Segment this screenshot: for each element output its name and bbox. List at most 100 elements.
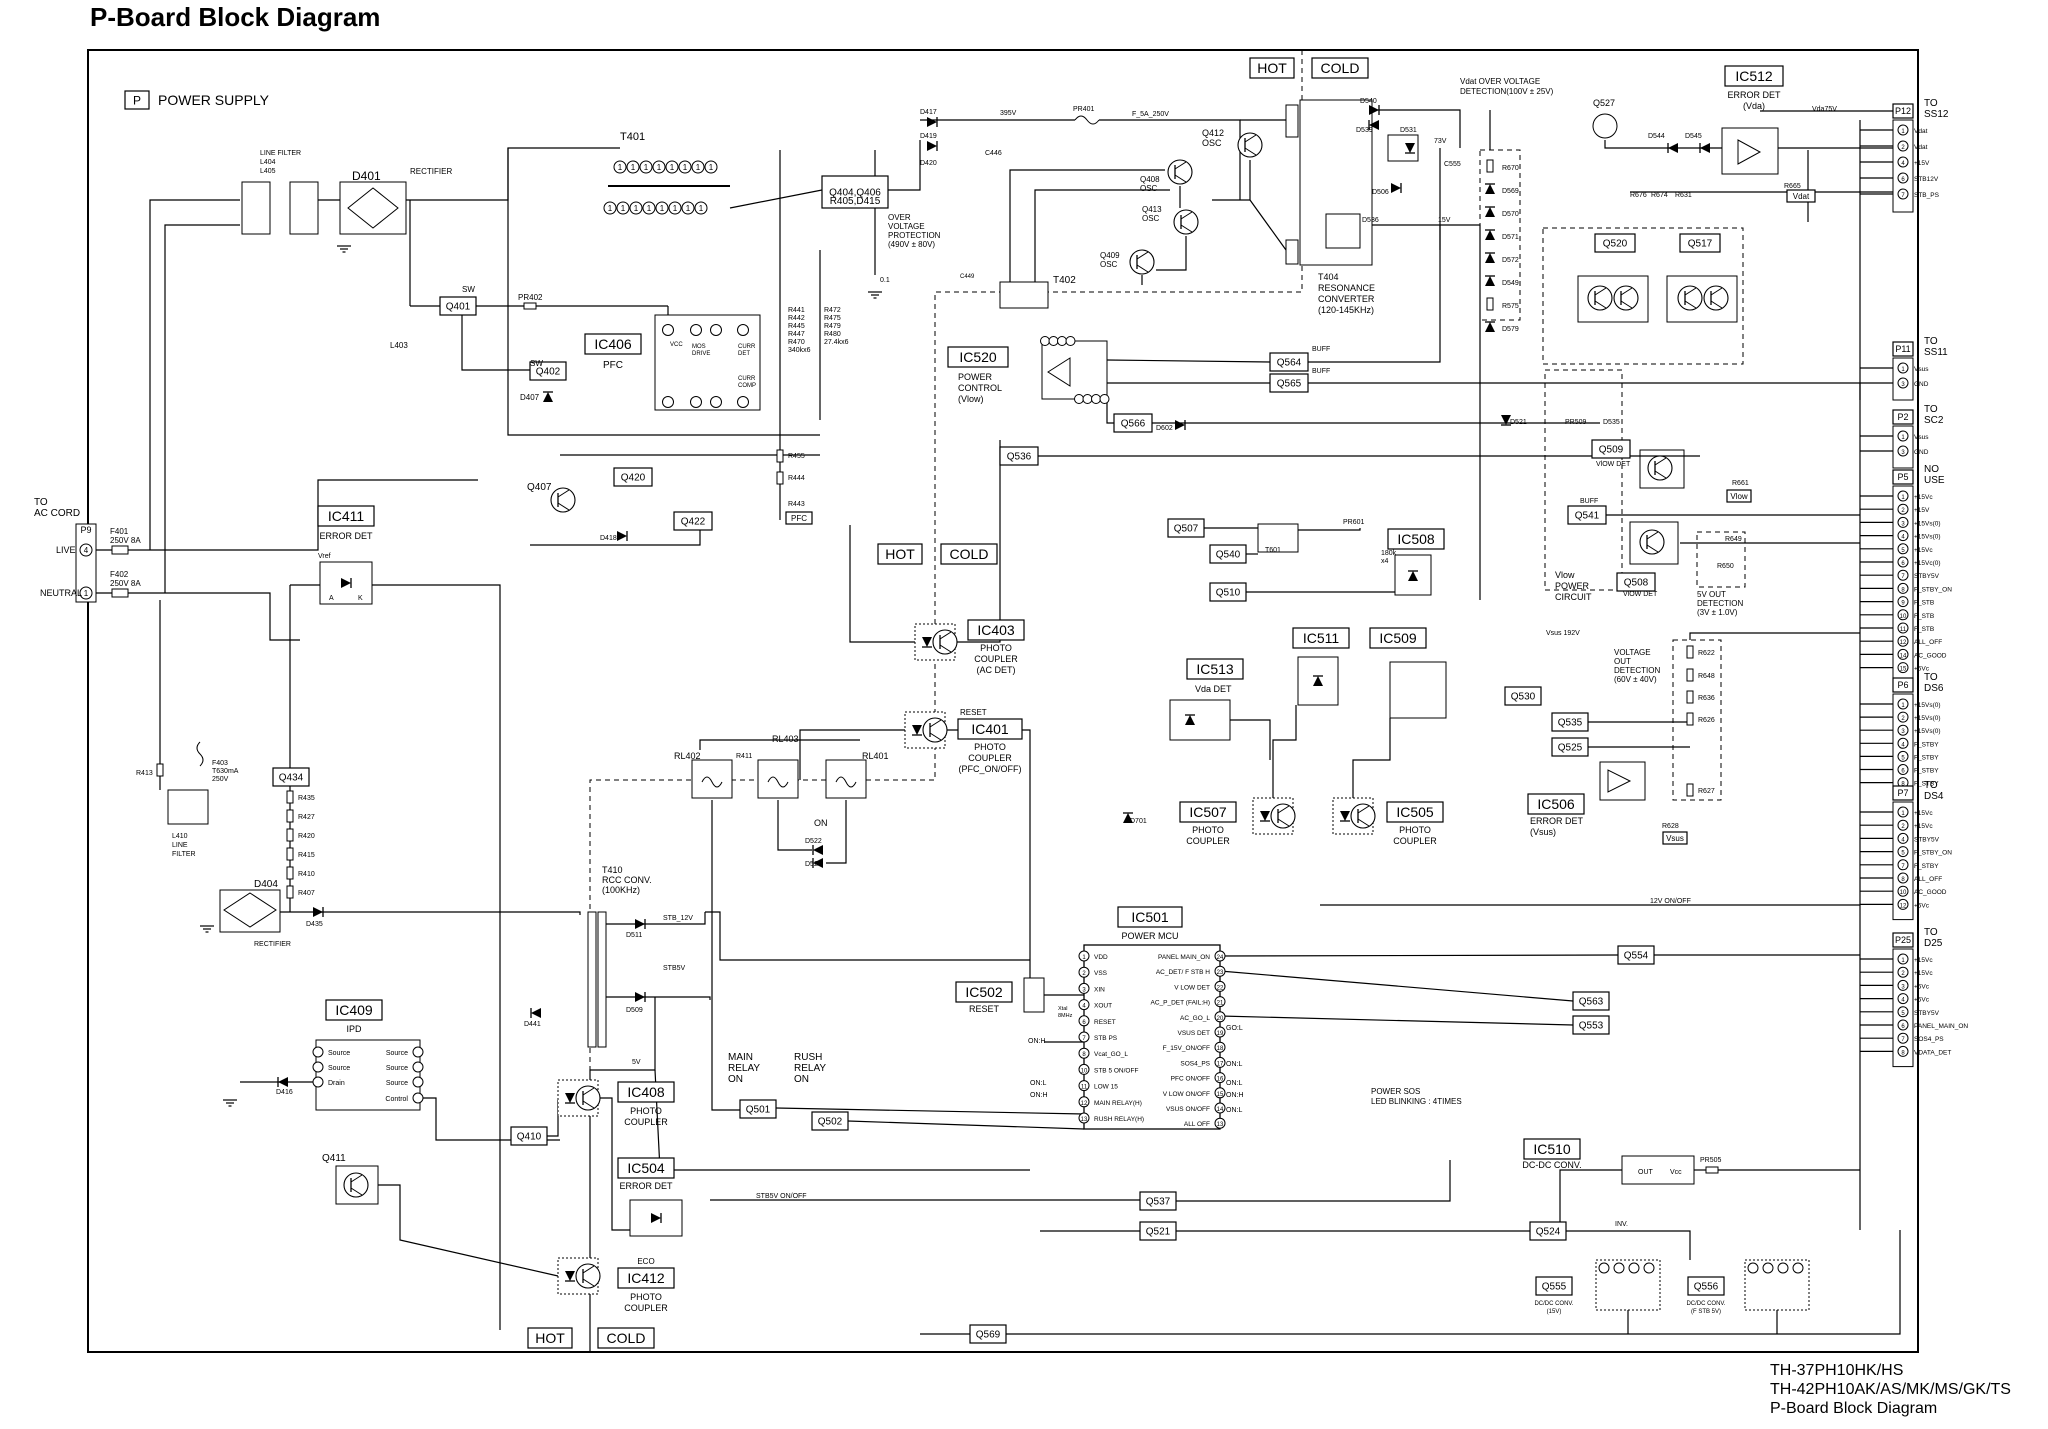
vsus-chain-0: R622 — [1698, 650, 1715, 657]
q556-pin-3 — [1792, 1262, 1804, 1274]
ic510-out: OUT — [1638, 1169, 1654, 1176]
q434-chain-res-2 — [286, 828, 294, 842]
ic409-name-text: IC409 — [335, 1002, 373, 1018]
line-filter-label: LINE FILTER — [260, 150, 301, 157]
ic501-left-pin-num-4: 6 — [1082, 1020, 1086, 1026]
q555-pin-2 — [1628, 1262, 1640, 1274]
ic401-name-text: IC401 — [971, 721, 1009, 737]
res-r472-label: 27.4kx6 — [824, 339, 849, 346]
q517-a-collector — [1684, 287, 1697, 296]
ic501-right-pin-label-6: F_15V_ON/OFF — [1163, 1045, 1210, 1052]
rush-relay-label: ON — [794, 1074, 809, 1085]
ic501-left-pin-3 — [1078, 982, 1090, 994]
wire — [1604, 140, 1898, 149]
d522-symbol — [813, 845, 823, 855]
q510-box — [1209, 582, 1247, 602]
q411-transistor-collector — [350, 1174, 363, 1183]
ic501-right-pin-label-9: V LOW ON/OFF — [1163, 1091, 1210, 1098]
fuse-f402 — [111, 588, 129, 598]
ic501-left-pin-num-8: 11 — [1081, 1085, 1088, 1091]
connector-pin-label: +15Vs(0) — [1914, 534, 1941, 541]
fuse-f402-label: F402 — [110, 570, 129, 579]
ic501-right-pin-num-6: 18 — [1217, 1046, 1224, 1052]
vsus-chain-res-1 — [1686, 668, 1694, 682]
over-voltage-label: PROTECTION — [888, 231, 941, 240]
ic501-right-pin-num-0: 24 — [1217, 955, 1224, 961]
wire — [1230, 719, 1271, 760]
cold-tag-mid — [940, 543, 998, 565]
vsus-chain-region — [1672, 639, 1722, 801]
ic502-label: RESET — [969, 1004, 1000, 1014]
vdat-chain-0: R670 — [1502, 165, 1519, 172]
t410-label: T410 — [602, 865, 623, 875]
vdat-box — [1786, 189, 1816, 203]
q555-box — [1535, 1276, 1573, 1296]
q517-b-emitter — [1710, 300, 1723, 309]
ic520-name — [947, 346, 1009, 368]
ic408-label: PHOTO — [630, 1106, 662, 1116]
vsus-chain-res-0 — [1686, 645, 1694, 659]
connector-pin-num: 2 — [1901, 716, 1905, 722]
live-label: LIVE — [56, 545, 76, 555]
connector-pin-label: F_STBY_ON — [1914, 850, 1952, 857]
d545-symbol — [1700, 143, 1710, 153]
connector-pin-num: 4 — [1901, 998, 1905, 1004]
relay-rl401-coil — [835, 776, 857, 788]
ic510-label: DC-DC CONV. — [1522, 1160, 1581, 1170]
q540-box — [1209, 544, 1247, 564]
ic511-name-text: IC511 — [1303, 630, 1340, 646]
vsus-chain-res-4 — [1686, 783, 1694, 797]
q536-box-text: Q536 — [1007, 452, 1032, 463]
d531-label: D531 — [1400, 127, 1417, 134]
ic408-label: COUPLER — [624, 1117, 668, 1127]
connector-p25-pin-6 — [1897, 1019, 1909, 1031]
connector-p5-pin-10 — [1897, 609, 1909, 621]
q527-label: Q527 — [1593, 98, 1615, 108]
d417-symbol — [927, 117, 937, 127]
voltage-out-label: VOLTAGE — [1614, 648, 1651, 657]
ic520-pin-9 — [1065, 336, 1076, 346]
ic511-zener — [1313, 676, 1323, 686]
ic508-zener — [1408, 571, 1418, 581]
wire — [1272, 705, 1297, 798]
ic510-name-text: IC510 — [1533, 1141, 1571, 1157]
vdat-chain-4: D572 — [1502, 257, 1519, 264]
ic505-name — [1386, 801, 1444, 823]
ic501-left-pin-num-0: 1 — [1082, 955, 1086, 961]
t401-bottom-6-pin-num: 1 — [686, 204, 691, 213]
t404-label: T404 — [1318, 272, 1339, 282]
vdat-chain-res-6 — [1486, 297, 1494, 311]
q525-box-text: Q525 — [1558, 743, 1583, 754]
d523-label: D523 — [805, 861, 822, 868]
connector-p25-pin-5 — [1897, 1006, 1909, 1018]
connector-p11-pin-3 — [1897, 377, 1909, 389]
ic412-coupler-phototransistor-emitter — [582, 1278, 595, 1287]
q507-box — [1167, 518, 1205, 538]
rl401-label: RL401 — [862, 751, 889, 761]
ic513-name — [1186, 658, 1244, 680]
ic506-name-text: IC506 — [1537, 796, 1575, 812]
ic501-left-pin-label-1: VSS — [1094, 970, 1108, 977]
q524-box-text: Q524 — [1536, 1227, 1561, 1238]
connector-p6-to: DS6 — [1924, 683, 1944, 694]
connector-pin-num: 12 — [1900, 903, 1907, 909]
t401-bottom-4-pin-num: 1 — [660, 204, 665, 213]
ic520-pin-12 — [1040, 336, 1050, 346]
wire — [1372, 109, 1461, 148]
wire — [826, 800, 847, 864]
ic501-label: POWER MCU — [1122, 931, 1179, 941]
q508-transistor-emitter — [1646, 544, 1659, 553]
q556-label: (F STB 5V) — [1691, 1309, 1721, 1315]
connector-p7-pin-4 — [1897, 832, 1909, 844]
d602-label: D602 — [1156, 425, 1173, 432]
q412-symbol-emitter — [1244, 147, 1257, 156]
connector-pin-num: 3 — [1901, 450, 1905, 456]
ic520-pin-8 — [1074, 394, 1084, 404]
ic512-name-text: IC512 — [1735, 68, 1773, 84]
connector-p6-pin-3 — [1897, 724, 1909, 736]
q517-box — [1679, 233, 1721, 253]
ic507-coupler-phototransistor — [1270, 803, 1296, 829]
connector-pin-num: 4 — [1901, 535, 1905, 541]
pr505-label: PR505 — [1700, 1157, 1722, 1164]
